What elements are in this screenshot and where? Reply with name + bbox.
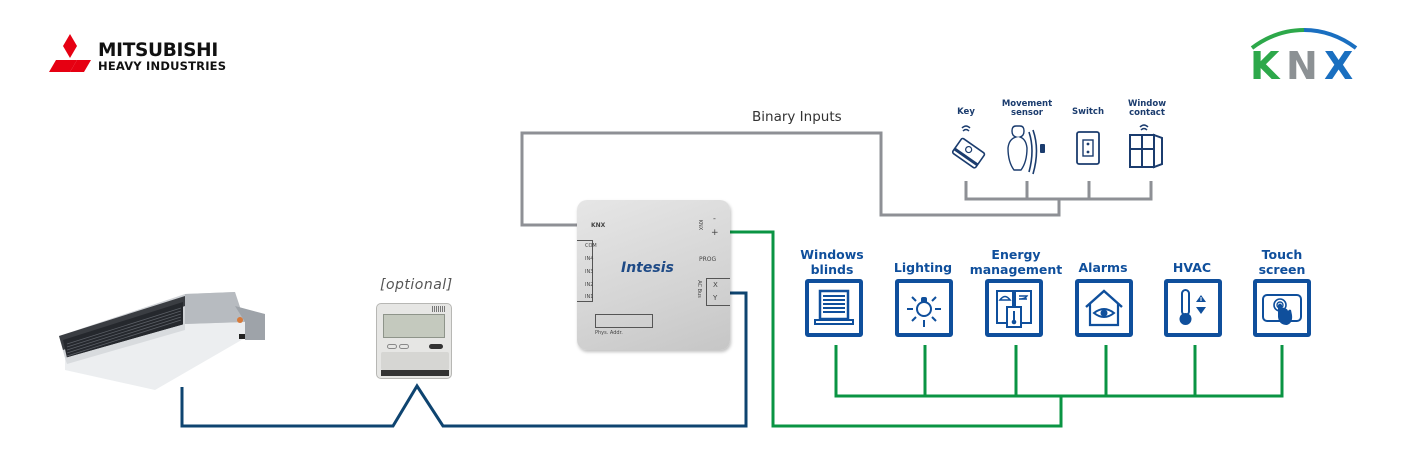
knx-minus-terminal: - [713, 214, 716, 223]
window-blinds-device [805, 279, 863, 337]
window-contact-icon [1129, 124, 1163, 169]
binary-inputs-wire [520, 131, 1061, 227]
ac-bus-terminal-block [706, 278, 730, 306]
wired-remote-controller [376, 303, 452, 379]
remote-keypad [381, 352, 449, 370]
ac-bus-wire [180, 291, 748, 428]
touch-screen-label: Touch screen [1258, 247, 1306, 277]
knx-letter-x: X [1324, 44, 1353, 82]
remote-button [387, 344, 397, 349]
binary-input-terminal-block [577, 240, 593, 302]
terminal-in1: IN1 [585, 294, 594, 300]
alarm-house-icon [1085, 289, 1123, 327]
knx-bus-wire [730, 230, 1063, 428]
alarms-label: Alarms [1078, 260, 1128, 275]
hvac-thermometer-icon [1179, 289, 1206, 325]
optional-label: [optional] [380, 277, 453, 293]
switch-icon [1076, 131, 1100, 165]
hvac-label: HVAC [1172, 260, 1212, 275]
intesis-brand: Intesis [621, 260, 674, 276]
energy-management-icon [996, 290, 1032, 328]
mitsubishi-subtitle: HEAVY INDUSTRIES [98, 59, 227, 73]
knx-terminal-label: KNX [697, 219, 704, 231]
movement-sensor-label: Movement sensor [1001, 99, 1053, 118]
binary-inputs-label: Binary Inputs [752, 109, 842, 125]
alarms-device [1075, 279, 1133, 337]
remote-lcd-screen [383, 314, 445, 338]
terminal-in4: IN4 [585, 256, 594, 262]
mitsubishi-diamond-left [49, 60, 77, 72]
keycard-icon [951, 125, 986, 169]
movement-sensor-icon [1007, 125, 1045, 175]
lighting-device [895, 279, 953, 337]
hvac-device [1164, 279, 1222, 337]
knx-letter-k: K [1250, 44, 1281, 82]
knx-logo: K N X [1250, 28, 1358, 82]
knx-letter-n: N [1286, 44, 1318, 82]
window-contact-label: Window contact [1127, 99, 1167, 118]
key-label: Key [957, 107, 975, 117]
remote-label-strip [381, 370, 449, 376]
mitsubishi-name: MITSUBISHI [98, 40, 218, 61]
mitsubishi-diamond-top [63, 34, 77, 58]
lighting-icon [907, 296, 941, 327]
knx-plus-terminal: + [711, 228, 719, 238]
binary-inputs-bus [964, 181, 1153, 201]
prog-label: PROG [699, 256, 717, 263]
remote-button [399, 344, 409, 349]
knx-arc-blue [1303, 28, 1358, 50]
energy-management-device [985, 279, 1043, 337]
gateway-knx-badge: KNX [591, 222, 606, 229]
remote-vent [432, 306, 446, 312]
ac-bus-label: AC Bus [695, 280, 702, 298]
lighting-label: Lighting [893, 260, 953, 275]
window-blinds-label: Windows blinds [800, 247, 864, 277]
mitsubishi-diamond-right [70, 60, 91, 72]
intesis-gateway: KNX COM IN4 IN3 IN2 IN1 Intesis KNX - + … [577, 200, 730, 350]
switch-label: Switch [1071, 107, 1105, 117]
knx-arc-green [1250, 28, 1305, 50]
remote-onoff-button [429, 344, 443, 349]
terminal-com: COM [585, 243, 597, 249]
window-blinds-icon [814, 289, 854, 325]
touch-screen-device [1253, 279, 1311, 337]
ac-bus-y-terminal: Y [713, 294, 718, 302]
phys-addr-field [595, 314, 653, 328]
ac-bus-x-terminal: X [713, 281, 718, 289]
ducted-ac-unit [59, 292, 265, 390]
phys-addr-label: Phys. Addr. [595, 330, 623, 336]
terminal-in2: IN2 [585, 282, 594, 288]
energy-management-label: Energy management [969, 247, 1063, 277]
touch-screen-icon [1262, 294, 1302, 325]
mitsubishi-logo [49, 34, 91, 72]
terminal-in3: IN3 [585, 269, 594, 275]
knx-devices-bus [834, 345, 1284, 398]
